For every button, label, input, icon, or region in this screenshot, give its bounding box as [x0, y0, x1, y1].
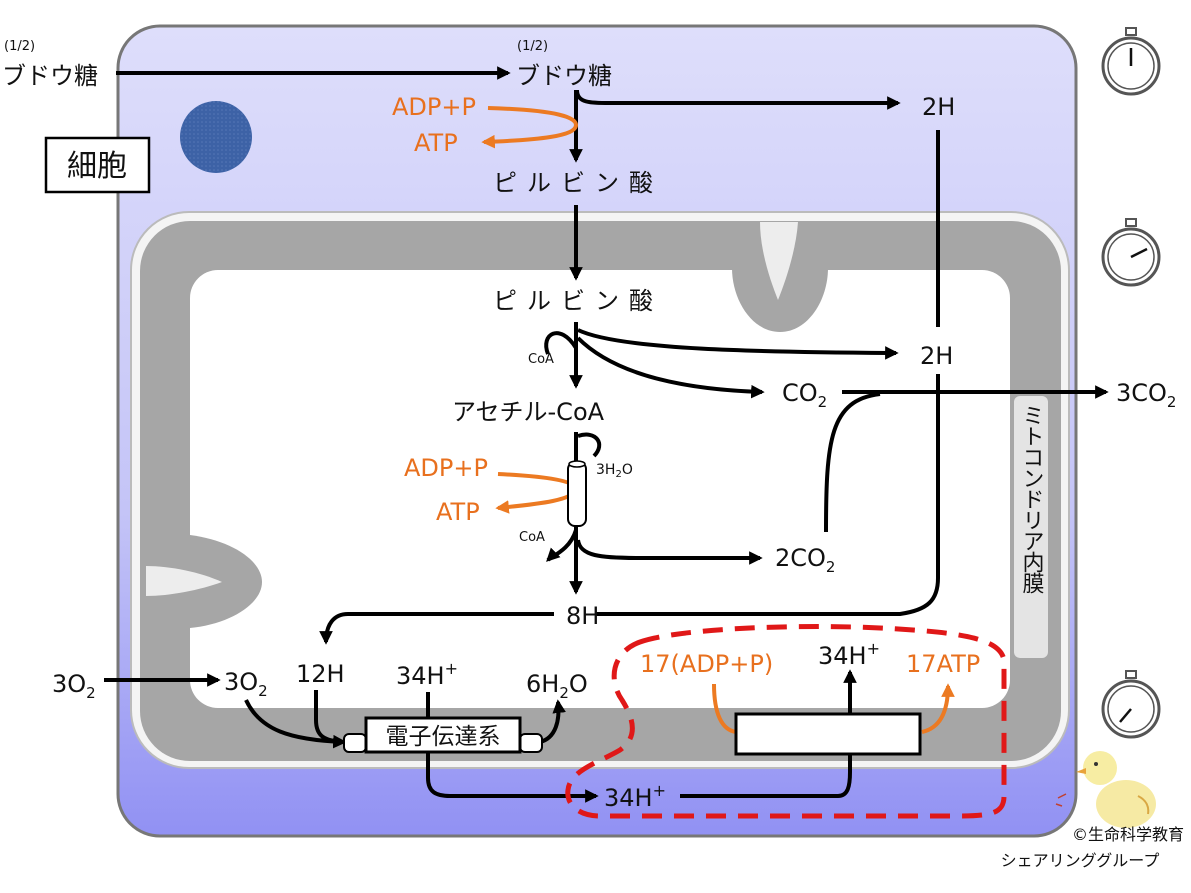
h34-bottom: 34H+: [604, 781, 666, 812]
coa-out: CoA: [519, 530, 545, 545]
adp17: 17(ADP+P): [640, 650, 773, 678]
o2-out: 3O2: [52, 670, 96, 702]
coa-in: CoA: [528, 352, 554, 367]
atp-synthase-box: [734, 712, 922, 756]
atp17: 17ATP: [906, 650, 980, 678]
membrane-label-box: [1014, 396, 1048, 658]
atp-top: ATP: [414, 129, 458, 157]
stopwatch-icon: [1101, 670, 1161, 739]
water3: 3H2O: [596, 462, 633, 480]
h8: 8H: [566, 602, 599, 630]
co2: CO2: [782, 379, 827, 411]
etc-label: 電子伝達系: [386, 724, 501, 750]
acetyl-coa: アセチル-CoA: [452, 398, 605, 426]
stopwatch-icon: [1101, 27, 1161, 96]
o2-in: 3O2: [224, 668, 268, 700]
half-center: (1/2): [517, 39, 548, 54]
atp-mid: ATP: [436, 498, 480, 526]
water6: 6H2O: [526, 670, 588, 702]
stopwatch-icon: [1101, 218, 1161, 287]
pyruvate-mito: ピルビン酸: [493, 287, 663, 315]
cell-label: 細胞: [67, 149, 127, 184]
mitochondrion-matrix: [190, 270, 1010, 708]
etc-cap-left: [343, 733, 367, 753]
adp-p-mid: ADP+P: [404, 454, 488, 482]
glucose-left: ブドウ糖: [2, 62, 98, 90]
co2-2: 2CO2: [775, 544, 835, 576]
h34-right: 34H+: [818, 639, 880, 670]
h2-top: 2H: [922, 93, 955, 121]
h12: 12H: [296, 660, 345, 688]
credit-line-1: ©生命科学教育: [1072, 825, 1184, 844]
cycle-cylinder: [567, 461, 587, 527]
pyruvate-cyto: ピルビン酸: [493, 169, 663, 197]
etc-box: [364, 716, 522, 754]
credit-line-2: シェアリンググループ: [1001, 851, 1160, 870]
half-left: (1/2): [4, 39, 35, 54]
h2-mid: 2H: [920, 342, 953, 370]
cell-label-box: [44, 136, 151, 194]
co2-out: 3CO2: [1116, 379, 1176, 411]
glucose-center: ブドウ糖: [516, 62, 612, 90]
h34-left: 34H+: [396, 659, 458, 690]
nucleus: [180, 101, 252, 173]
membrane-label: ミトコンドリア内膜: [1019, 404, 1045, 594]
adp-p-top: ADP+P: [392, 93, 476, 121]
chick-icon: [1055, 751, 1156, 828]
atp-synthesis-region: [565, 624, 1007, 819]
etc-cap-right: [519, 733, 543, 753]
